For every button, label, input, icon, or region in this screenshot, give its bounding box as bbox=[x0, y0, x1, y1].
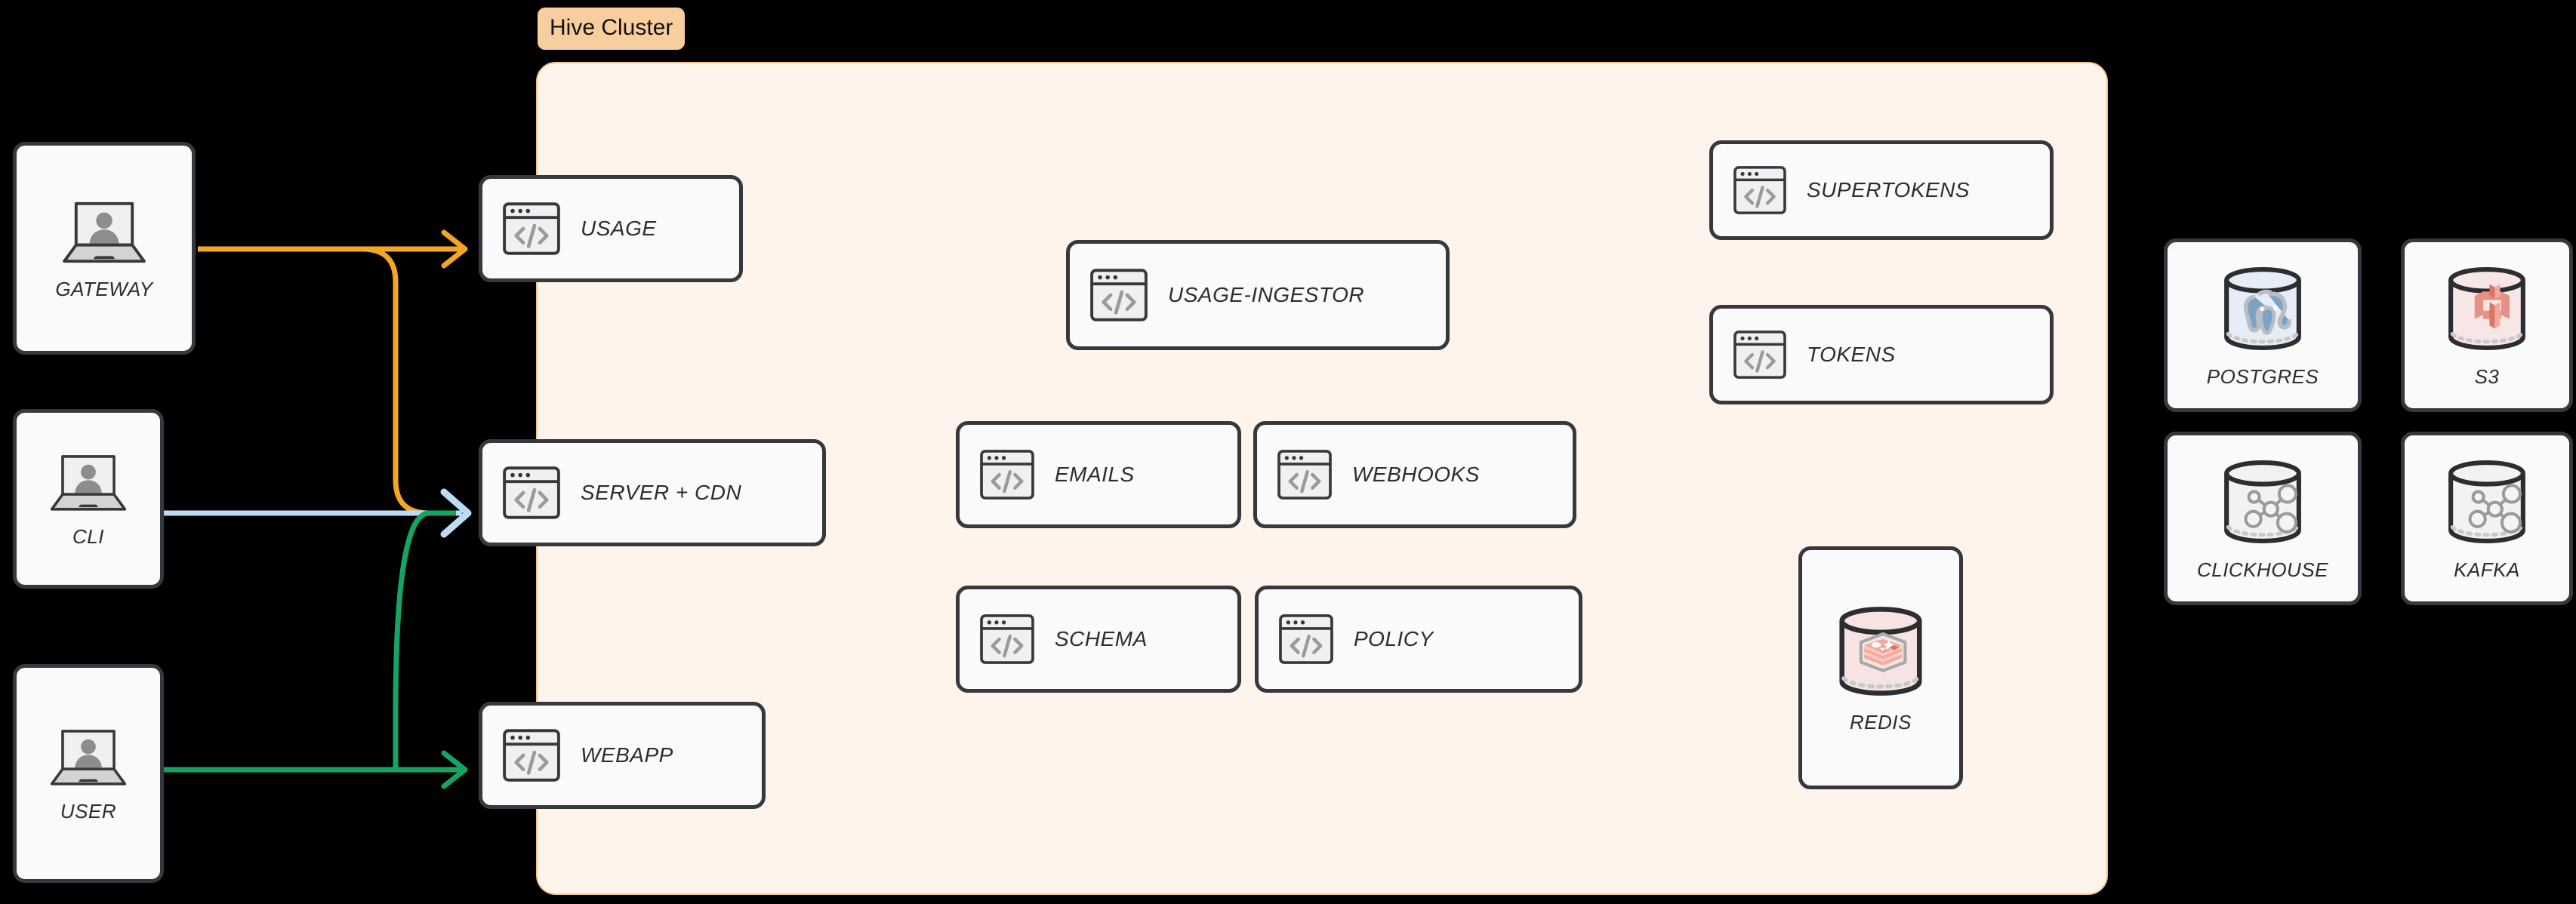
node-clickhouse[interactable]: CLICKHOUSE bbox=[2164, 432, 2362, 605]
graph-database-icon bbox=[2220, 456, 2305, 548]
node-supertokens-label: SUPERTOKENS bbox=[1807, 178, 1971, 201]
laptop-user-icon bbox=[48, 450, 129, 515]
s3-database-icon bbox=[2445, 263, 2529, 355]
edge-gateway-server-cdn bbox=[362, 246, 462, 516]
node-webapp[interactable]: WEBAPP bbox=[479, 702, 766, 809]
node-schema-label: SCHEMA bbox=[1055, 627, 1148, 650]
node-user[interactable]: USER bbox=[13, 664, 164, 883]
node-postgres-label: POSTGRES bbox=[2206, 364, 2319, 388]
node-server-cdn-label: SERVER + CDN bbox=[581, 481, 742, 504]
node-server-cdn[interactable]: SERVER + CDN bbox=[479, 439, 826, 546]
code-window-icon bbox=[502, 201, 561, 256]
code-window-icon bbox=[1277, 449, 1333, 500]
node-policy[interactable]: POLICY bbox=[1255, 586, 1582, 693]
code-window-icon bbox=[979, 613, 1035, 665]
code-window-icon bbox=[1733, 165, 1787, 215]
node-s3[interactable]: S3 bbox=[2401, 238, 2573, 412]
edge-user-server-cdn bbox=[393, 510, 456, 770]
node-cli-label: CLI bbox=[72, 524, 104, 548]
node-supertokens[interactable]: SUPERTOKENS bbox=[1709, 140, 2054, 240]
postgres-database-icon bbox=[2220, 263, 2305, 355]
graph-database-icon bbox=[2445, 456, 2529, 548]
node-postgres[interactable]: POSTGRES bbox=[2164, 238, 2362, 412]
node-kafka[interactable]: KAFKA bbox=[2401, 432, 2573, 605]
redis-database-icon bbox=[1835, 602, 1926, 700]
node-cli[interactable]: CLI bbox=[13, 409, 164, 589]
node-webhooks[interactable]: WEBHOOKS bbox=[1253, 421, 1576, 528]
node-s3-label: S3 bbox=[2474, 364, 2500, 388]
node-schema[interactable]: SCHEMA bbox=[956, 586, 1241, 693]
laptop-user-icon bbox=[60, 196, 149, 267]
node-emails[interactable]: EMAILS bbox=[956, 421, 1241, 528]
hive-cluster-badge: Hive Cluster bbox=[538, 8, 686, 50]
node-webapp-label: WEBAPP bbox=[581, 743, 673, 767]
node-tokens-label: TOKENS bbox=[1807, 343, 1896, 366]
node-usage-ingestor-label: USAGE-INGESTOR bbox=[1168, 283, 1365, 306]
node-clickhouse-label: CLICKHOUSE bbox=[2196, 558, 2329, 581]
node-redis-label: REDIS bbox=[1850, 710, 1912, 733]
laptop-user-icon bbox=[48, 724, 129, 789]
node-webhooks-label: WEBHOOKS bbox=[1352, 463, 1480, 486]
node-user-label: USER bbox=[60, 799, 117, 823]
code-window-icon bbox=[979, 449, 1035, 500]
node-usage-ingestor[interactable]: USAGE-INGESTOR bbox=[1066, 240, 1450, 350]
edge-gateway-usage bbox=[198, 229, 468, 269]
node-usage-label: USAGE bbox=[581, 217, 657, 240]
code-window-icon bbox=[502, 728, 561, 783]
node-tokens[interactable]: TOKENS bbox=[1709, 305, 2054, 404]
node-gateway[interactable]: GATEWAY bbox=[13, 142, 196, 355]
code-window-icon bbox=[1733, 330, 1787, 380]
node-kafka-label: KAFKA bbox=[2454, 558, 2520, 581]
code-window-icon bbox=[502, 466, 561, 520]
node-usage[interactable]: USAGE bbox=[479, 175, 743, 282]
node-redis[interactable]: REDIS bbox=[1798, 546, 1963, 789]
code-window-icon bbox=[1089, 268, 1148, 322]
code-window-icon bbox=[1278, 613, 1334, 665]
node-policy-label: POLICY bbox=[1354, 627, 1434, 650]
node-emails-label: EMAILS bbox=[1055, 463, 1135, 486]
node-gateway-label: GATEWAY bbox=[55, 277, 153, 300]
